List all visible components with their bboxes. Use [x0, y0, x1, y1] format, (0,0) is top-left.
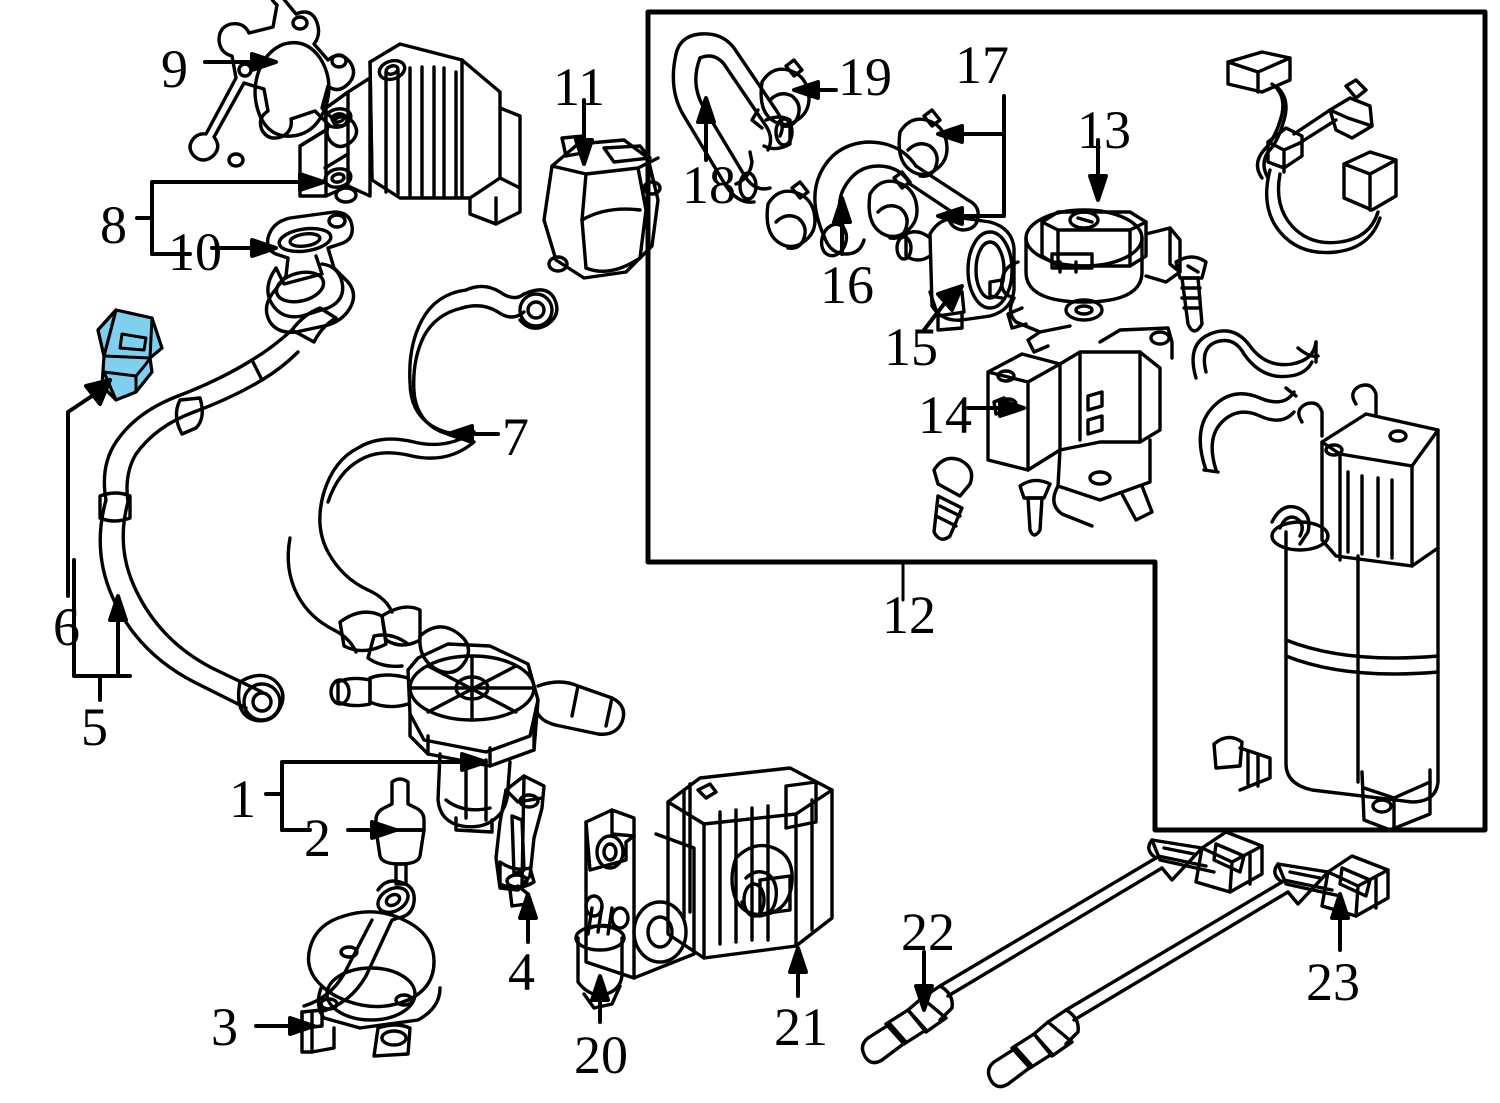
formed-hose-upper [1191, 329, 1320, 380]
callout-label-20[interactable]: 20 [574, 1025, 628, 1085]
callout-label-1[interactable]: 1 [229, 769, 256, 829]
secondary-air-injection-pump [329, 625, 626, 834]
egr-valve-group [298, 42, 522, 226]
callout-label-3[interactable]: 3 [211, 997, 238, 1057]
canister-cover-shield [666, 766, 834, 960]
oxygen-sensor-upstream [860, 830, 1264, 1065]
callout-label-6[interactable]: 6 [53, 597, 80, 657]
wire-harness [1226, 50, 1398, 255]
canister-mounting-bracket [986, 326, 1174, 528]
leader-5 [72, 558, 132, 702]
callout-label-22[interactable]: 22 [901, 902, 955, 962]
leader-6 [66, 394, 94, 598]
vacuum-pump [542, 134, 662, 280]
leader-8 [135, 180, 302, 256]
callout-label-5[interactable]: 5 [81, 697, 108, 757]
oxygen-sensor-downstream [986, 854, 1390, 1089]
callout-label-14[interactable]: 14 [918, 385, 972, 445]
pump-mounting-bracket [300, 879, 442, 1058]
callout-label-10[interactable]: 10 [168, 222, 222, 282]
hose-clamp-loose [765, 180, 817, 250]
vapor-line-connector [96, 308, 164, 402]
callout-label-4[interactable]: 4 [508, 942, 535, 1002]
leader-10 [150, 246, 254, 256]
callout-label-16[interactable]: 16 [820, 255, 874, 315]
callout-label-8[interactable]: 8 [100, 195, 127, 255]
support-bracket-strut [494, 774, 546, 908]
screw-mid-left [932, 456, 974, 541]
callout-label-15[interactable]: 15 [884, 317, 938, 377]
charcoal-canister [1270, 383, 1440, 832]
callout-label-21[interactable]: 21 [774, 997, 828, 1057]
formed-hose-lower [1198, 386, 1298, 474]
callout-label-2[interactable]: 2 [304, 808, 331, 868]
grouped-assembly-box-outline [645, 9, 1488, 833]
hose-clamp [750, 58, 811, 130]
callout-label-12[interactable]: 12 [882, 585, 936, 645]
callout-label-13[interactable]: 13 [1077, 100, 1131, 160]
pressure-sensor [574, 808, 696, 1010]
egr-valve-gasket [188, 0, 359, 168]
callout-label-18[interactable]: 18 [682, 155, 736, 215]
leader-1 [264, 760, 464, 832]
vapor-hose-line [98, 306, 338, 723]
callout-label-11[interactable]: 11 [553, 57, 605, 117]
callout-label-7[interactable]: 7 [502, 407, 529, 467]
callout-label-23[interactable]: 23 [1306, 952, 1360, 1012]
callout-label-19[interactable]: 19 [838, 47, 892, 107]
air-hose-assembly [286, 284, 559, 654]
callout-label-9[interactable]: 9 [161, 39, 188, 99]
leader-15 [922, 302, 946, 332]
leak-detection-pump [988, 208, 1182, 354]
screw-top-right [1174, 255, 1208, 333]
push-clip [1018, 478, 1052, 537]
hose-clamp-pair [867, 108, 949, 240]
leader-17 [960, 94, 1006, 218]
purge-valve [895, 216, 1016, 332]
callout-label-17[interactable]: 17 [955, 35, 1009, 95]
bolt-lower-right [1212, 735, 1272, 792]
